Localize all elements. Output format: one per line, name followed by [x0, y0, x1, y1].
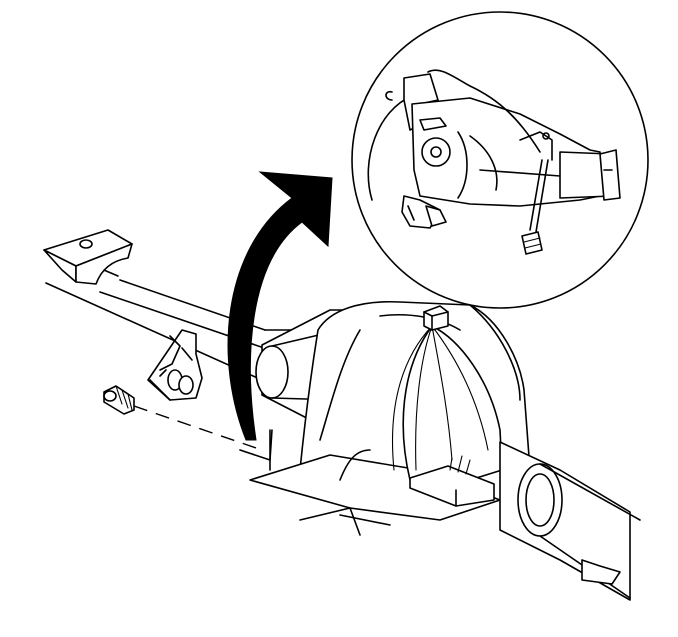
vent-hose-fitting: [103, 385, 263, 451]
spring-mount-bracket: [43, 229, 133, 285]
differential-cover: [391, 305, 503, 507]
callout-arrow: [227, 171, 333, 441]
detail-magnifier: [351, 11, 649, 309]
vent-tube-bracket: [147, 329, 203, 401]
axle-tube-right: [499, 441, 641, 601]
